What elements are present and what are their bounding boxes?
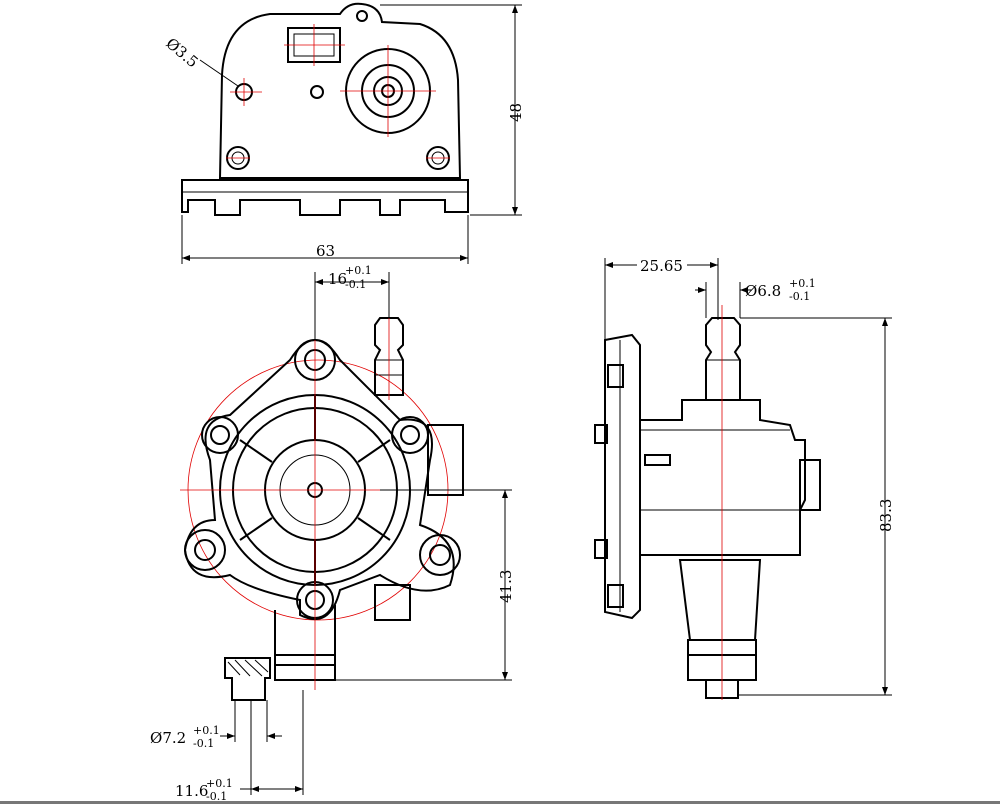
side-view: 25.65 Ø6.8 +0.1 -0.1 83.3 — [594, 256, 895, 700]
width-dimension: 63 — [316, 242, 335, 260]
tol-minus: -0.1 — [345, 278, 366, 291]
tol-minus: -0.1 — [193, 737, 214, 750]
outlet-fitting — [224, 657, 271, 701]
front-view: 16 +0.1 -0.1 41.3 Ø7.2 +0.1 -0.1 11.6 +0… — [150, 264, 515, 803]
tol-minus: -0.1 — [789, 290, 810, 303]
nozzle — [705, 317, 741, 401]
tol-plus: +0.1 — [789, 277, 816, 290]
side-offset-dimension: 25.65 — [640, 257, 683, 275]
outlet-offset-dimension: 11.6 — [175, 782, 208, 800]
mounting-plate — [604, 333, 641, 620]
outlet-height-dimension: 41.3 — [497, 570, 515, 603]
inlet-offset-dimension: 16 — [328, 270, 347, 288]
outlet-pipe — [274, 605, 336, 681]
tol-plus: +0.1 — [345, 264, 372, 277]
pump-body — [639, 399, 806, 556]
nozzle-diameter-dimension: Ø6.8 — [745, 282, 781, 300]
outlet-diameter-dimension: Ø7.2 — [150, 729, 186, 747]
tol-plus: +0.1 — [193, 724, 220, 737]
bottom-border — [0, 801, 1000, 804]
height-dimension: 48 — [507, 103, 525, 122]
tol-plus: +0.1 — [206, 777, 233, 790]
top-view: Ø3.5 48 63 — [162, 2, 525, 264]
base-flange — [181, 179, 469, 216]
tol-minus: -0.1 — [206, 790, 227, 803]
total-height-dimension: 83.3 — [877, 499, 895, 532]
hole-diameter-label: Ø3.5 — [162, 34, 201, 71]
pump-housing — [183, 339, 455, 620]
